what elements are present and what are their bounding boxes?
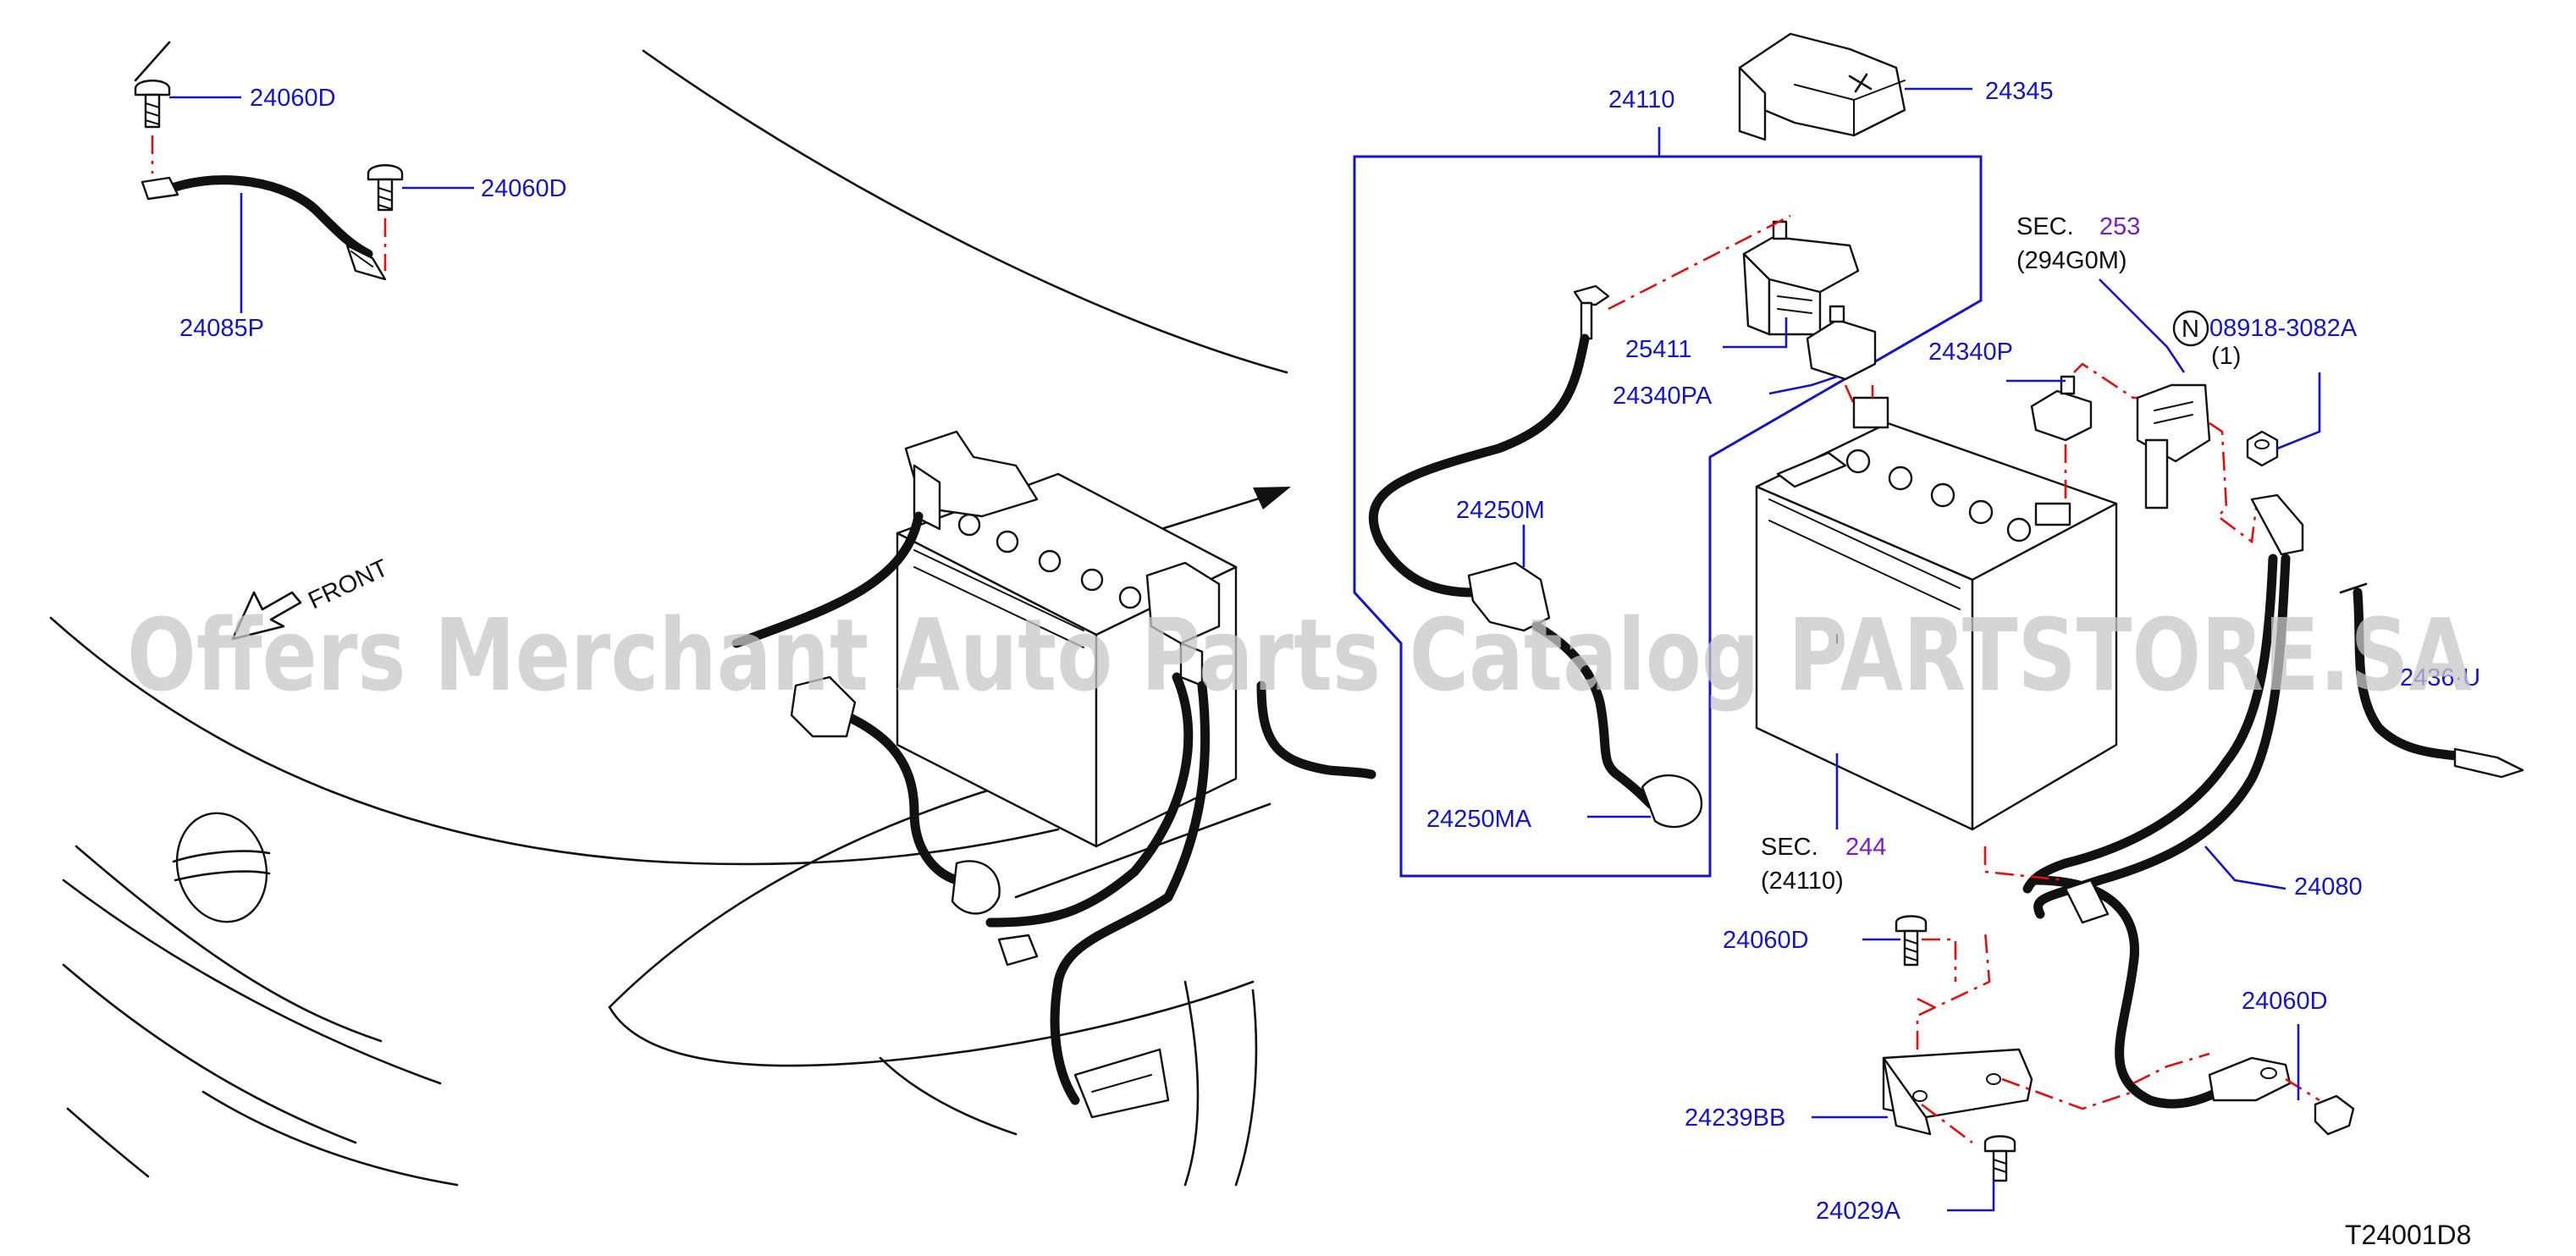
ground-cable <box>2339 582 2524 779</box>
nut-symbol: N <box>2182 316 2199 343</box>
section-ref-sub: (24110) <box>1761 868 1844 895</box>
section-ref-number[interactable]: 253 <box>2099 213 2140 240</box>
n-symbol-icon <box>2172 310 2209 347</box>
bolt-icon <box>1895 915 1928 967</box>
part-label-24340PA[interactable]: 24340PA <box>1613 383 1713 410</box>
negative-terminal <box>2030 375 2093 442</box>
part-label-24060D[interactable]: 24060D <box>250 85 336 112</box>
installed-cables <box>731 511 1376 1119</box>
negative-cable <box>2022 493 2304 1109</box>
part-label-24110[interactable]: 24110 <box>1608 86 1675 113</box>
part-label-24340P[interactable]: 24340P <box>1928 339 2013 366</box>
leader-lines <box>169 87 2321 1212</box>
part-label-24060D[interactable]: 24060D <box>2242 988 2328 1015</box>
mounting-bracket <box>1882 1048 2033 1136</box>
bolt-icon <box>2314 1094 2355 1136</box>
bolt-icon <box>1983 1135 2016 1182</box>
part-label-24250MA[interactable]: 24250MA <box>1426 806 1532 833</box>
front-arrow-icon <box>231 591 302 641</box>
part-label-08918-3082A[interactable]: 08918-3082A <box>2209 315 2358 342</box>
section-ref-number[interactable]: 244 <box>1845 834 1886 861</box>
part-label-24085P[interactable]: 24085P <box>179 315 264 342</box>
part-label-24345[interactable]: 24345 <box>1985 78 2054 105</box>
battery <box>1755 396 2118 831</box>
section-ref-prefix: SEC. <box>1761 834 1818 861</box>
nut-icon <box>2246 430 2279 467</box>
section-ref-sub: (294G0M) <box>2016 247 2127 274</box>
installed-battery <box>896 430 1238 848</box>
terminal-cover <box>1738 32 1906 141</box>
section-ref-prefix: SEC. <box>2016 213 2074 240</box>
nissan-emblem-icon <box>172 812 271 923</box>
part-label-24239BB[interactable]: 24239BB <box>1685 1105 1785 1132</box>
positive-cable <box>1368 284 1703 829</box>
ground-strap-detail <box>134 41 404 281</box>
part-label-24029A[interactable]: 24029A <box>1816 1198 1901 1225</box>
nut-quantity: (1) <box>2211 343 2241 370</box>
part-label-24080[interactable]: 24080 <box>2294 873 2363 901</box>
part-label-25411[interactable]: 25411 <box>1625 336 1692 363</box>
part-label-2436U[interactable]: 2436·U <box>2400 664 2480 691</box>
part-label-24060D[interactable]: 24060D <box>1723 927 1809 954</box>
diagram-code: T24001D8 <box>2345 1220 2471 1250</box>
terminal-clamp <box>1806 305 1877 381</box>
fuse-block <box>1742 220 1860 336</box>
battery-sensor <box>2136 383 2211 510</box>
part-label-24060D[interactable]: 24060D <box>481 175 567 202</box>
assembly-bracket-24110 <box>1353 155 1983 878</box>
watermark: Offers Merchant Auto Parts Catalog PARTS… <box>127 597 2472 713</box>
part-label-24250M[interactable]: 24250M <box>1456 497 1545 524</box>
vehicle-outline <box>49 49 1288 1187</box>
